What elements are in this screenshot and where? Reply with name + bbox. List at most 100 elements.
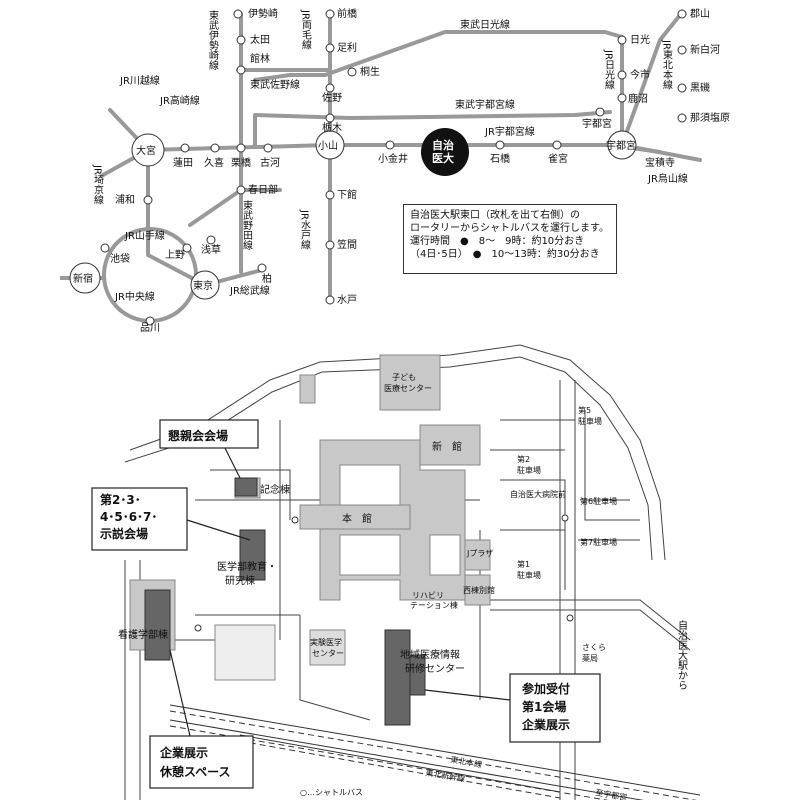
- st-kasama: 笠間: [337, 238, 357, 251]
- st-imaichi: 今市: [630, 68, 650, 81]
- lbl-sakura-2: 薬局: [582, 653, 598, 663]
- st-shinshirakawa: 新白河: [690, 43, 720, 56]
- st-urashiro: 浅草: [201, 243, 221, 256]
- st-utsunomiya: 宇都宮: [606, 139, 636, 152]
- lbl-kango: 看護学部棟: [118, 628, 168, 641]
- st-sano: 佐野: [322, 92, 342, 104]
- lbl-jr-utsunomiya: JR宇都宮線: [484, 125, 535, 138]
- st-tokyo: 東京: [193, 279, 213, 292]
- st-urawa: 浦和: [115, 193, 135, 206]
- lbl-jr-sobu: JR総武線: [229, 284, 270, 297]
- st-tochigi: 栃木: [322, 121, 342, 134]
- lbl-nishi: 西棟別館: [463, 585, 495, 595]
- lbl-tobu-utsunomiya: 東武宇都宮線: [455, 98, 515, 111]
- lbl-rehab-1: リハビリ: [412, 591, 444, 600]
- lbl-jr-chuo: JR中央線: [114, 290, 155, 303]
- st-mito: 水戸: [337, 294, 357, 306]
- lbl-tobu-noda: 東武野田線: [241, 199, 253, 250]
- info-dates: （4日･5日）: [410, 249, 463, 260]
- bus-stops: [194, 514, 574, 632]
- station-labels: 伊勢崎 太田 館林 前橋 足利 桐生 佐野 栃木 小山 小金井 石橋 雀宮 宇都…: [73, 7, 730, 334]
- station-dots: [100, 9, 687, 326]
- lbl-igakubu-2: 研究棟: [225, 574, 255, 587]
- callout-shisetsu-2: 4･5･6･7･: [100, 510, 157, 524]
- lbl-p5-2: 駐車場: [578, 416, 602, 426]
- callout-leaders: [169, 447, 511, 737]
- info-line1: 自治医大駅東口（改札を出て右側）の: [410, 210, 580, 221]
- st-nikko: 日光: [630, 33, 650, 46]
- st-koga: 古河: [260, 156, 280, 169]
- shuttle-info-box: 自治医大駅東口（改札を出て右側）の ロータリーからシャトルバスを運行します。 運…: [403, 204, 617, 274]
- st-kashiwa: 柏: [262, 272, 272, 285]
- st-tatebayashi: 館林: [250, 52, 270, 65]
- st-kuki: 久喜: [204, 156, 224, 169]
- callout-sanka-1: 参加受付: [522, 681, 570, 696]
- lbl-jplaza: Jプラザ: [466, 549, 493, 558]
- info-schedule-label: 運行時間: [410, 236, 450, 247]
- lbl-kinen: 記念棟: [260, 483, 290, 496]
- st-koganei: 小金井: [378, 152, 408, 165]
- lbl-p1-2: 駐車場: [517, 570, 541, 580]
- info-sched1: ● 8～ 9時：約10分おき: [460, 236, 585, 247]
- lbl-p2-1: 第2: [517, 454, 530, 464]
- campus-railways: [169, 704, 701, 800]
- lbl-tobu-isesaki: 東武伊勢崎線: [207, 9, 219, 70]
- st-isesaki: 伊勢崎: [248, 7, 278, 20]
- lbl-children-2: 医療センター: [384, 383, 432, 393]
- st-shimodate: 下館: [337, 188, 357, 201]
- callout-sanka-3: 企業展示: [521, 717, 570, 732]
- st-hasuda: 蓮田: [173, 156, 193, 169]
- lbl-jr-yamanote: JR山手線: [124, 229, 165, 242]
- svg-text:医大: 医大: [432, 151, 454, 165]
- info-line2: ロータリーからシャトルバスを運行します。: [410, 223, 609, 234]
- st-koriyama: 郡山: [690, 8, 710, 20]
- callout-shisetsu-1: 第2･3･: [100, 492, 141, 507]
- st-suzumenomiya: 雀宮: [548, 152, 568, 165]
- lbl-tobu-sano: 東武佐野線: [250, 78, 300, 91]
- st-hoshakuji: 宝積寺: [645, 156, 675, 169]
- lbl-shinkan: 新 館: [432, 440, 462, 453]
- jichi-station-marker: [421, 128, 469, 176]
- event-buildings: [144, 477, 426, 726]
- line-labels: 東武日光線 東武宇都宮線 JR宇都宮線 東武佐野線 JR川越線 JR高崎線 JR…: [92, 9, 688, 303]
- st-ishibashi: 石橋: [490, 152, 510, 165]
- st-jichi: 自治: [432, 138, 454, 152]
- callout-shisetsu-3: 示説会場: [99, 526, 148, 541]
- st-ueno: 上野: [165, 249, 185, 261]
- st-tobu-utsunomiya: 宇都宮: [582, 117, 612, 130]
- callout-sanka-2: 第1会場: [522, 699, 566, 714]
- info-sched2: ● 10～13時：約30分おき: [472, 249, 600, 260]
- st-ikebukuro: 池袋: [110, 252, 130, 265]
- lbl-tohoku-main: 東北本線: [450, 754, 483, 769]
- st-kanuma: 鹿沼: [628, 92, 648, 105]
- st-nasushiobara: 那須塩原: [690, 111, 730, 124]
- st-oyama: 小山: [318, 140, 338, 152]
- legend-bus: ○…シャトルバス: [300, 788, 363, 797]
- lbl-jikken-1: 実験医学: [310, 637, 342, 647]
- callout-kigyo-2: 休憩スペース: [159, 764, 231, 779]
- callout-kigyo-1: 企業展示: [159, 745, 208, 760]
- st-shinagawa: 品川: [140, 322, 160, 334]
- lbl-chiiki-1: 地域医療情報: [400, 648, 460, 661]
- lbl-rehab-2: テーション棟: [410, 600, 458, 610]
- lbl-honkan: 本 館: [342, 512, 372, 525]
- st-kiryu: 桐生: [360, 65, 380, 78]
- lbl-jr-nikko: JR日光線: [603, 49, 615, 90]
- lbl-tobu-nikko: 東武日光線: [460, 18, 510, 31]
- lbl-jr-takasaki: JR高崎線: [159, 94, 200, 107]
- lbl-jr-kawagoe: JR川越線: [119, 74, 160, 87]
- lbl-hospital-bus: 自治医大病院前: [510, 489, 566, 499]
- lbl-to-utsunomiya: 至宇都宮: [595, 787, 628, 800]
- callout-text: 懇親会会場 第2･3･ 4･5･6･7･ 示説会場 参加受付 第1会場 企業展示…: [99, 428, 570, 779]
- st-kurihashi: 栗橋: [231, 156, 251, 169]
- lbl-to-station: 自治医大駅から: [676, 619, 688, 690]
- callouts: [91, 419, 601, 789]
- lbl-jr-tohoku: JR東北本線: [661, 39, 673, 90]
- lbl-chiiki-2: 研修センター: [405, 662, 465, 675]
- lbl-children-1: 子ども: [392, 373, 416, 382]
- lbl-jikken-2: センター: [312, 649, 344, 658]
- major-stations: [69, 128, 637, 300]
- st-omiya: 大宮: [136, 144, 156, 157]
- lbl-p1-1: 第1: [517, 559, 530, 569]
